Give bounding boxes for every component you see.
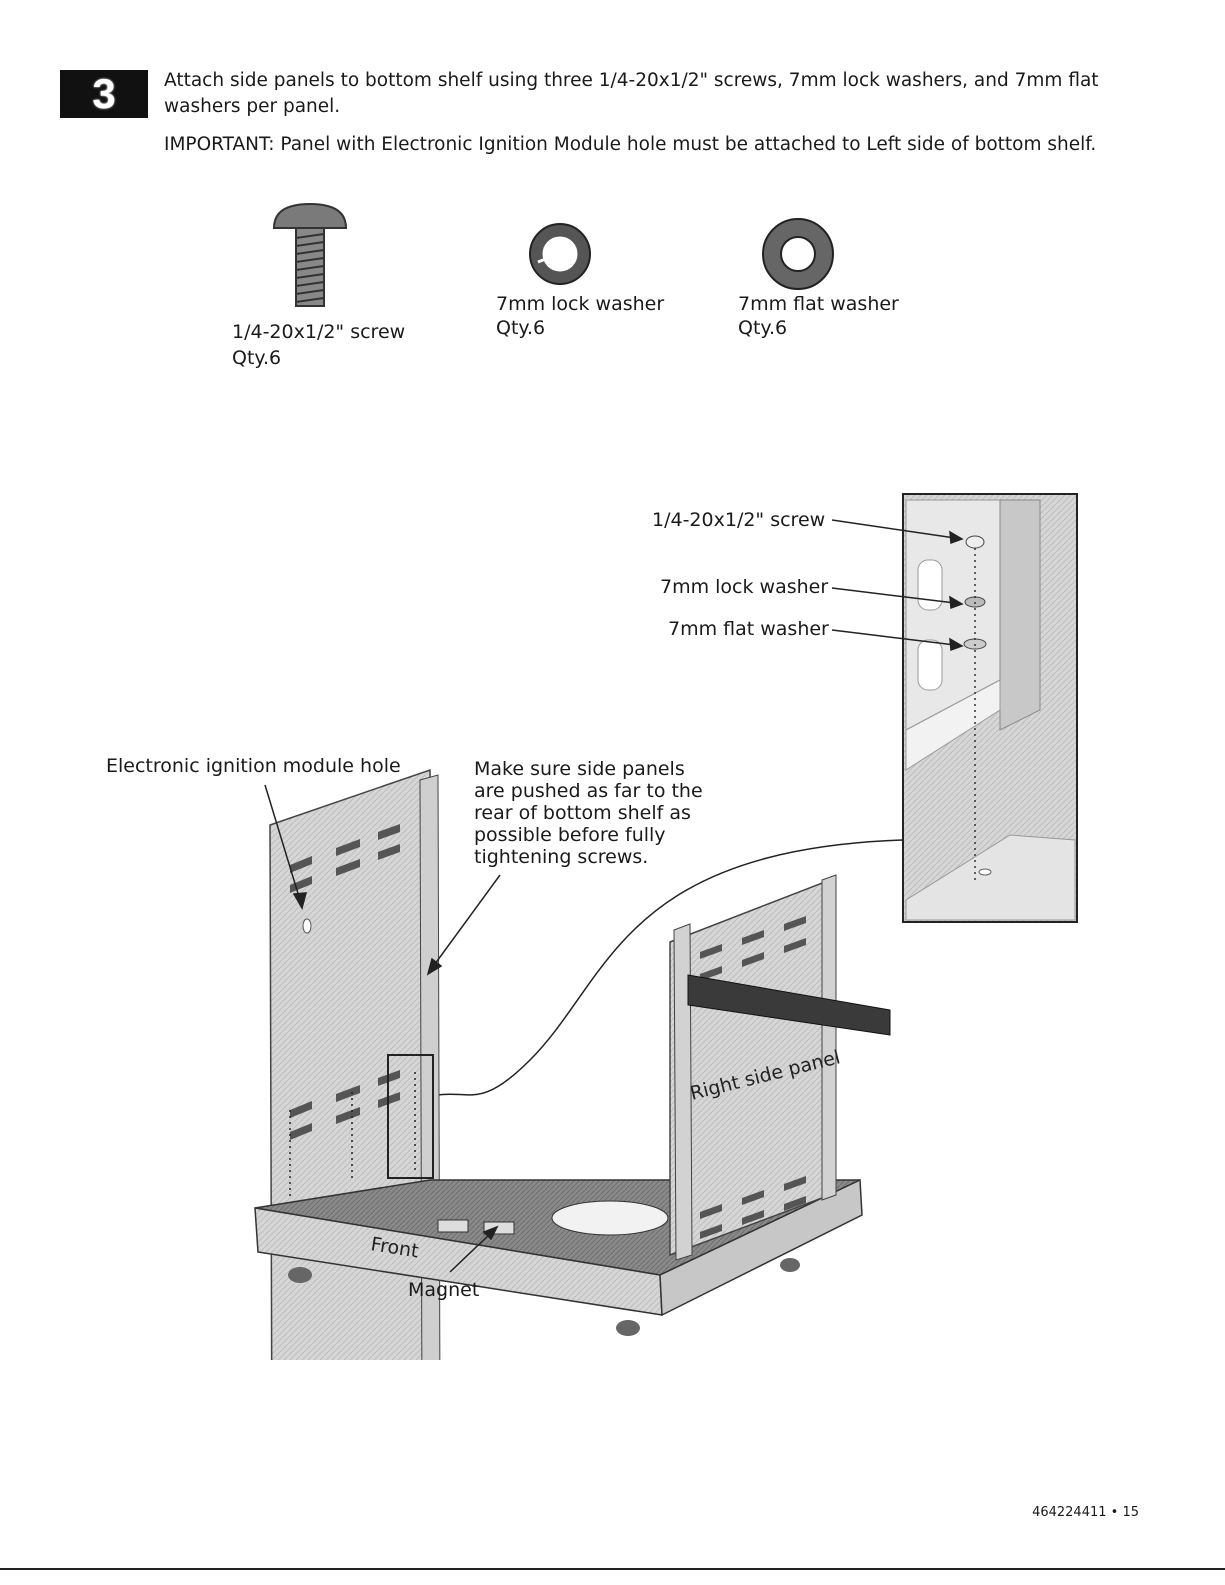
detail-flat-washer-label: 7mm flat washer — [668, 618, 829, 640]
step-number: 3 — [92, 70, 116, 117]
bottom-rule — [0, 1568, 1225, 1570]
assembly-diagram: Right side panel Front — [254, 493, 1078, 1360]
lock-washer-illustration — [529, 223, 591, 285]
important-note: IMPORTANT: Panel with Electronic Ignitio… — [164, 134, 1097, 155]
page-footer: 464224411 • 15 — [1032, 1505, 1139, 1520]
flat-washer-part-name: 7mm flat washer — [738, 293, 899, 315]
placement-note: Make sure side panels are pushed as far … — [474, 758, 703, 868]
detail-lock-washer-label: 7mm lock washer — [660, 576, 829, 598]
screw-part-qty: Qty.6 — [232, 347, 282, 369]
step-number-badge: 3 — [60, 70, 148, 118]
flat-washer-part-qty: Qty.6 — [738, 317, 788, 339]
detail-marker-box — [387, 1054, 434, 1179]
screw-illustration — [272, 202, 348, 307]
step-instruction: Attach side panels to bottom shelf using… — [164, 70, 1099, 117]
lock-washer-part-name: 7mm lock washer — [496, 293, 665, 315]
detail-inset — [902, 493, 1078, 923]
magnet-label: Magnet — [408, 1279, 480, 1301]
ignition-hole-label: Electronic ignition module hole — [106, 755, 401, 777]
right-side-panel — [669, 874, 891, 1261]
flat-washer-illustration — [762, 218, 834, 290]
lock-washer-part-qty: Qty.6 — [496, 317, 546, 339]
screw-part-name: 1/4-20x1/2" screw — [232, 321, 406, 343]
detail-screw-label: 1/4-20x1/2" screw — [652, 509, 826, 531]
